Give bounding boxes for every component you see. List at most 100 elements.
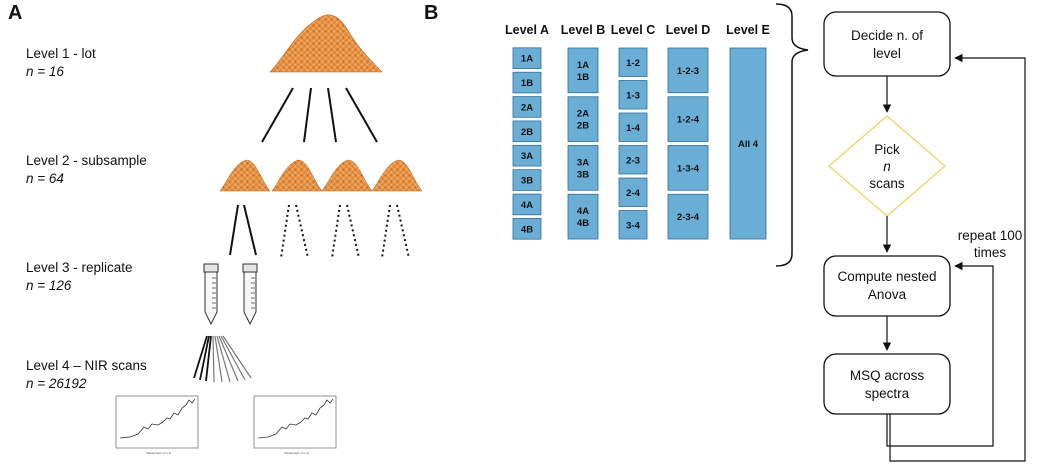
level-cell-label: 3B — [577, 169, 589, 180]
level-cell-label: 1-3-4 — [677, 163, 700, 174]
level-cell-label: 3B — [521, 176, 533, 187]
level-cell — [567, 193, 599, 240]
right-brace — [775, 3, 809, 267]
level-cell-label: 2-3-4 — [677, 212, 700, 223]
level-cell-label: 2-3 — [626, 155, 640, 166]
level-cell-label: 1B — [521, 78, 533, 89]
level-cell-label: 2A — [577, 109, 589, 120]
level-cell-label: 3-4 — [626, 220, 640, 231]
level-cell — [618, 47, 648, 77]
msq-line-2: spectra — [865, 386, 910, 401]
level-cell — [667, 145, 709, 191]
level-cell — [512, 193, 542, 216]
subsample-pile-icon — [371, 159, 423, 192]
pick-line-1: Pick — [874, 142, 900, 157]
spectrum-plot-icon: Wavelength (cm-1) — [253, 395, 337, 455]
level-cell-label: 3A — [577, 157, 589, 168]
level-cell — [512, 47, 542, 69]
level-cell-label: 4B — [577, 218, 589, 229]
svg-text:Wavelength (cm-1): Wavelength (cm-1) — [146, 451, 171, 455]
panel-b-label: B — [424, 2, 438, 24]
svg-text:Wavelength (cm-1): Wavelength (cm-1) — [284, 451, 309, 455]
lot-pile-icon — [269, 14, 383, 73]
level-cell — [567, 47, 599, 94]
level-2-n: n = 64 — [26, 171, 64, 186]
level-cell-label: 1-2 — [626, 58, 640, 69]
level-cell-label: 2A — [521, 102, 533, 113]
test-tube-icon — [203, 263, 219, 326]
level-cell-label: 1A — [577, 60, 589, 71]
level-cell-label: 2-4 — [626, 188, 640, 199]
subsample-pile-icon — [219, 159, 271, 192]
level-cell — [618, 80, 648, 110]
level-cell — [512, 169, 542, 191]
level-cell-label: 4A — [521, 200, 533, 211]
level-2-title: Level 2 - subsample — [26, 153, 147, 168]
level-1-n: n = 16 — [26, 64, 64, 79]
scan-fan-lines — [193, 335, 252, 383]
level-cell — [667, 96, 709, 142]
repeat-label-line-1: repeat 100 — [958, 228, 1023, 243]
compute-line-1: Compute nested — [837, 269, 936, 284]
level-cell — [512, 120, 542, 143]
compute-anova-box — [823, 255, 951, 317]
level-cell-label: All 4 — [738, 139, 759, 150]
column-header: Level C — [611, 23, 655, 37]
pick-line-3: scans — [869, 176, 905, 191]
level-cell-label: 4A — [577, 206, 589, 217]
decide-levels-line-2: level — [873, 46, 901, 61]
column-header: Level A — [505, 23, 549, 37]
msq-line-1: MSQ across — [850, 368, 925, 383]
level-cell — [567, 145, 599, 191]
level-cell — [567, 96, 599, 142]
msq-box — [823, 353, 951, 415]
loop-to-compute-arrow — [886, 261, 994, 447]
level-cell — [618, 145, 648, 175]
level-cell-label: 1-3 — [626, 90, 640, 101]
column-header: Level D — [666, 23, 710, 37]
level-cell — [618, 177, 648, 207]
level-cell-label: 1-2-4 — [677, 115, 700, 126]
level-cell-label: 2B — [577, 121, 589, 132]
decide-levels-box — [823, 11, 951, 77]
level-cell — [512, 71, 542, 94]
level-cell — [512, 96, 542, 118]
level-cell — [512, 218, 542, 240]
level-cell — [667, 47, 709, 94]
level-cell-label: 1-2-3 — [677, 66, 699, 77]
level-cell — [512, 144, 542, 167]
level-cell-label: 1A — [521, 54, 533, 65]
level-cell — [618, 112, 648, 142]
level-cell-label: 2B — [521, 127, 533, 138]
panel-a-label: A — [8, 2, 22, 24]
compute-line-2: Anova — [868, 287, 907, 302]
level-3-title: Level 3 - replicate — [26, 260, 133, 275]
level-cell-label: 1-4 — [626, 123, 640, 134]
spectrum-plot-icon: Wavelength (cm-1) — [115, 395, 199, 455]
level-1-title: Level 1 - lot — [26, 46, 96, 61]
panel-a: A Level 1 - lot n = 16 Level 2 - subsamp… — [8, 2, 423, 455]
level-cell — [667, 193, 709, 240]
level-3-n: n = 126 — [26, 278, 72, 293]
lot-to-subsample-lines — [261, 87, 378, 143]
column-header: Level E — [726, 23, 770, 37]
repeat-label-line-2: times — [974, 245, 1007, 260]
level-cell-label: 3A — [521, 151, 533, 162]
subsample-pile-icon — [321, 159, 373, 192]
subsample-to-replicate-lines — [229, 204, 257, 256]
pick-line-2: n — [883, 159, 891, 174]
column-header: Level B — [561, 23, 605, 37]
subsample-pile-icon — [271, 159, 323, 192]
level-cell-label: 4B — [521, 224, 533, 235]
level-cell-label: 1B — [577, 72, 589, 83]
decide-levels-line-1: Decide n. of — [851, 28, 923, 43]
level-4-n: n = 26192 — [26, 376, 87, 391]
level-cell — [618, 210, 648, 240]
loop-to-decide-arrow — [889, 53, 1026, 462]
level-4-title: Level 4 – NIR scans — [26, 358, 147, 373]
level-cell — [729, 47, 767, 240]
dotted-replicate-lines — [280, 204, 410, 259]
